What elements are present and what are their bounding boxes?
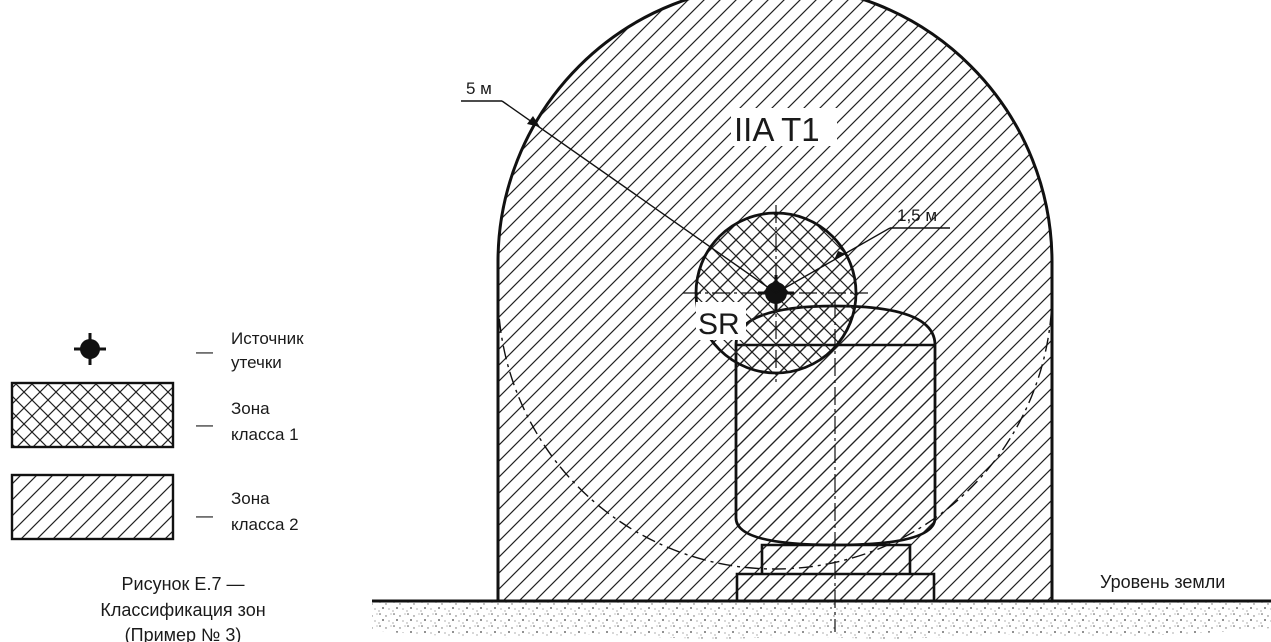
legend-crosshatch-swatch [10, 381, 175, 449]
caption-line-1: Рисунок Е.7 — [122, 574, 245, 594]
legend-item-leak-line1: Источник [231, 329, 304, 348]
figure-caption: Рисунок Е.7 — Классификация зон (Пример … [100, 574, 265, 642]
legend-item-leak-line2: утечки [231, 353, 282, 372]
legend-item-zone2-line1: Зона [231, 489, 270, 508]
legend-item-zone1-line2: класса 1 [231, 425, 299, 444]
gas-group-label: IIA T1 [734, 111, 820, 148]
legend-item-zone1-line1: Зона [231, 399, 270, 418]
legend-dash-1: — [196, 342, 213, 361]
radius-inner-label: 1,5 м [897, 206, 937, 225]
legend-dash-2: — [196, 415, 213, 434]
legend-diagonal-hatch-swatch [10, 473, 175, 541]
caption-line-2: Классификация зон [100, 600, 265, 620]
caption-line-3: (Пример № 3) [125, 625, 242, 642]
radius-outer-label: 5 м [466, 79, 492, 98]
legend-item-zone2-line2: класса 2 [231, 515, 299, 534]
ground-level-label: Уровень земли [1100, 572, 1225, 592]
leader-1-5m [775, 227, 950, 294]
leader-5m [461, 100, 777, 294]
release-source-code-label: SR [698, 308, 740, 341]
ground-soil [372, 601, 1271, 639]
legend-dash-3: — [196, 506, 213, 525]
legend-leak-source-icon [74, 333, 106, 365]
legend: — — — Источник утечки Зона класса 1 Зона… [10, 329, 304, 541]
